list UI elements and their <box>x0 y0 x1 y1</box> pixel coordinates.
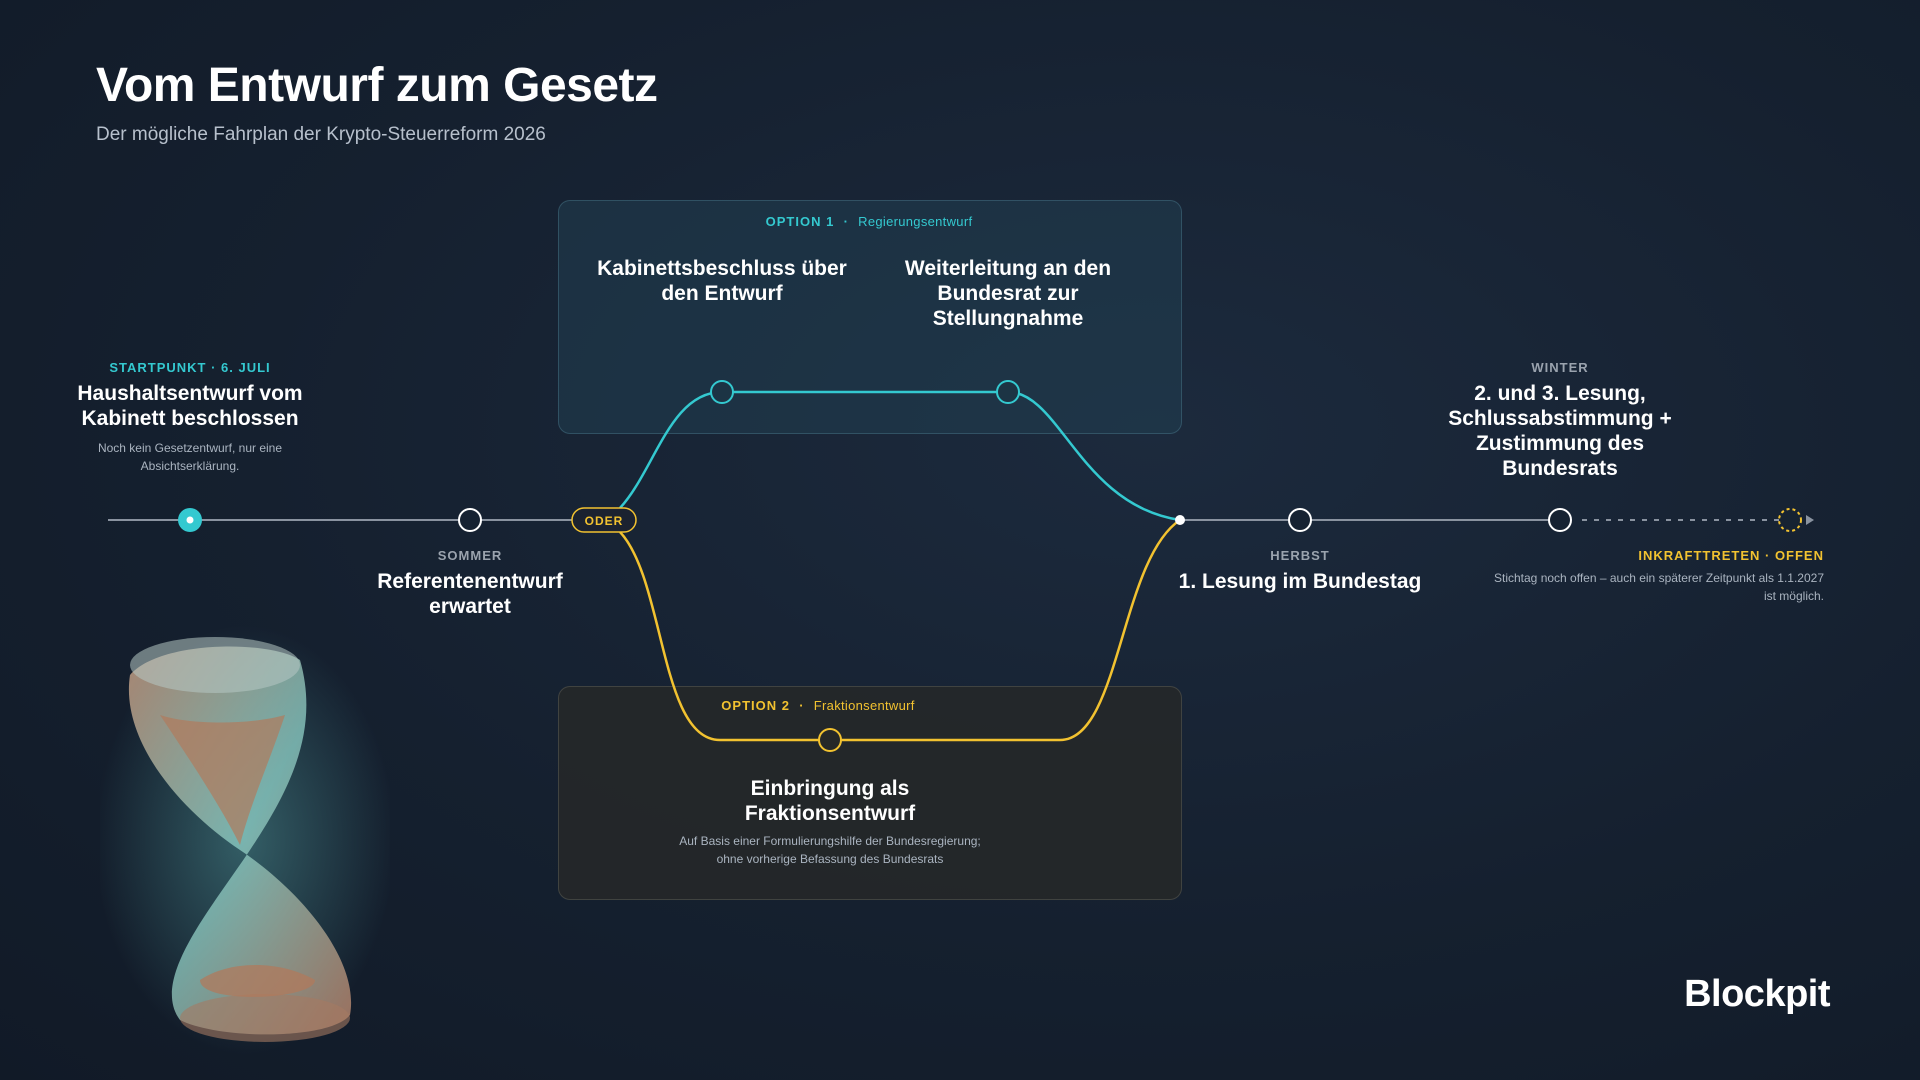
hourglass-top <box>130 637 300 693</box>
hourglass-sand-top <box>160 715 285 845</box>
summer-milestone: SOMMER Referentenentwurf erwartet <box>340 548 600 619</box>
winter-eyebrow: WINTER <box>1531 360 1589 375</box>
option1-path <box>619 390 1181 522</box>
option2-note: Auf Basis einer Formulierungshilfe der B… <box>679 834 981 866</box>
autumn-title: 1. Lesung im Bundestag <box>1178 570 1422 593</box>
option1-name: Regierungsentwurf <box>858 214 973 229</box>
option1-step-2: Weiterleitung an den Bundesrat zur Stell… <box>904 257 1112 330</box>
start-eyebrow: STARTPUNKT · 6. JULI <box>109 360 271 375</box>
merge-node <box>1175 515 1185 525</box>
hourglass-sand-bottom <box>200 965 315 997</box>
option2-separator: · <box>799 698 805 713</box>
option1-separator: · <box>843 214 849 229</box>
option1-label: OPTION 1 · Regierungsentwurf <box>558 214 1180 229</box>
hourglass-icon <box>100 625 390 1055</box>
or-badge-label: ODER <box>585 514 624 528</box>
effective-node <box>1778 508 1802 532</box>
option1-step-1: Kabinettsbeschluss über den Entwurf <box>597 257 847 305</box>
option2-name: Fraktionsentwurf <box>813 698 915 713</box>
option1-box <box>558 200 1182 434</box>
winter-milestone: WINTER 2. und 3. Lesung, Schlussabstimmu… <box>1420 360 1700 481</box>
option1-node-1 <box>710 380 734 404</box>
start-title: Haushaltsentwurf vom Kabinett beschlosse… <box>77 382 303 430</box>
winter-title: 2. und 3. Lesung, Schlussabstimmung + Zu… <box>1448 382 1672 480</box>
option2-label: OPTION 2 · Fraktionsentwurf <box>558 698 1078 713</box>
autumn-milestone: HERBST 1. Lesung im Bundestag <box>1150 548 1450 594</box>
autumn-node <box>1288 508 1312 532</box>
summer-eyebrow: SOMMER <box>437 548 503 563</box>
summer-node <box>458 508 482 532</box>
summer-title: Referentenentwurf erwartet <box>377 570 563 618</box>
page-subtitle: Der mögliche Fahrplan der Krypto-Steuerr… <box>96 124 546 145</box>
or-badge <box>571 507 637 533</box>
hourglass-bottom <box>180 994 350 1042</box>
start-note: Noch kein Gesetzentwurf, nur eine Absich… <box>97 441 283 473</box>
start-node-dot <box>186 516 194 524</box>
effective-note: Stichtag noch offen – auch ein späterer … <box>1494 571 1824 603</box>
option1-node-2 <box>996 380 1020 404</box>
page-title: Vom Entwurf zum Gesetz <box>96 59 658 112</box>
brand-logo: Blockpit <box>1684 973 1830 1015</box>
effective-eyebrow: INKRAFTTRETEN · OFFEN <box>1638 548 1824 563</box>
timeline-arrow-icon <box>1806 515 1814 525</box>
autumn-eyebrow: HERBST <box>1270 548 1330 563</box>
option2-step: Einbringung als Fraktionsentwurf <box>744 777 916 825</box>
option1-number: OPTION 1 <box>765 214 835 229</box>
option2-number: OPTION 2 <box>721 698 790 713</box>
option2-path <box>619 518 1181 742</box>
start-milestone: STARTPUNKT · 6. JULI Haushaltsentwurf vo… <box>40 360 340 475</box>
winter-node <box>1548 508 1572 532</box>
effective-milestone: INKRAFTTRETEN · OFFEN Stichtag noch offe… <box>1490 548 1824 605</box>
option2-box <box>558 686 1182 900</box>
option2-node <box>818 728 842 752</box>
